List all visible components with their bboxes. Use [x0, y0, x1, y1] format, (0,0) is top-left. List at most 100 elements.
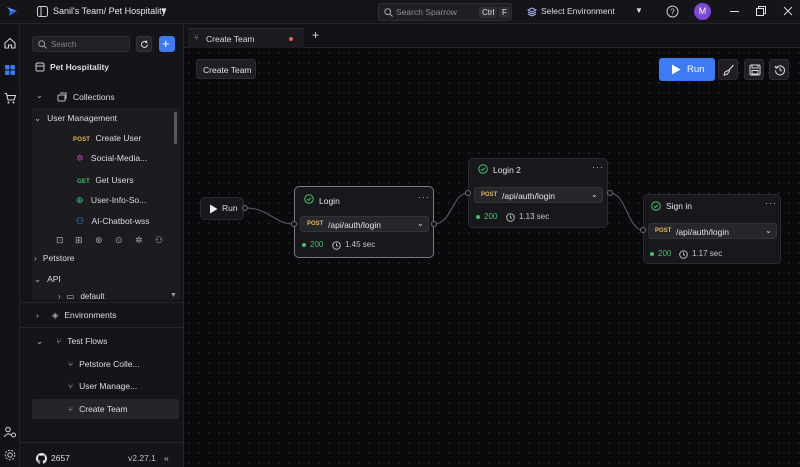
request-item[interactable]: POST Create User: [73, 130, 141, 146]
environments-label: Environments: [64, 310, 117, 320]
environment-label: Select Environment: [541, 6, 615, 16]
settings-gear-icon[interactable]: [3, 448, 17, 462]
graphql-add-icon[interactable]: ⊛: [95, 235, 103, 245]
status-code: 200: [658, 249, 672, 258]
websocket-add-icon[interactable]: ⊙: [115, 235, 123, 245]
minimize-icon[interactable]: [730, 11, 739, 12]
flow-name-label[interactable]: Create Team: [196, 59, 256, 79]
environments-section[interactable]: ›◈Environments: [36, 307, 116, 323]
connection-handle[interactable]: [640, 227, 646, 233]
chevron-down-icon: ▼: [635, 6, 643, 15]
folder-name: default: [80, 292, 105, 300]
collection-petstore[interactable]: ›Petstore: [34, 250, 75, 266]
shortcut-key-f: F: [499, 7, 510, 18]
clock-icon: [506, 213, 515, 222]
node-request-select[interactable]: POST /api/auth/login ⌄: [474, 187, 603, 203]
ai-add-icon[interactable]: ⚇: [155, 235, 164, 245]
layers-icon: ◈: [51, 310, 59, 320]
flow-item[interactable]: ⑂Petstore Colle...: [68, 356, 140, 372]
status-code: 200: [484, 212, 498, 221]
flow-node-login-2[interactable]: Login 2 ··· POST /api/auth/login ⌄ 200 1…: [468, 158, 608, 228]
sidebar: Search + Pet Hospitality ⌄ Collections ⌄…: [20, 24, 184, 467]
flow-node-sign-in[interactable]: Sign in ··· POST /api/auth/login ⌄ 200 1…: [643, 194, 781, 264]
tab-create-team[interactable]: ⑂ Create Team: [188, 28, 304, 48]
collection-name: Petstore: [42, 253, 75, 263]
broom-icon: [723, 64, 734, 76]
flow-name-text: Create Team: [203, 65, 252, 75]
sidebar-search-placeholder: Search: [51, 40, 77, 49]
environment-select[interactable]: Select Environment ▼: [525, 3, 647, 21]
node-request-select[interactable]: POST /api/auth/login ⌄: [648, 223, 777, 239]
clear-button[interactable]: [718, 59, 738, 80]
flow-icon: ⑂: [68, 404, 74, 414]
save-button[interactable]: [744, 59, 764, 80]
flow-item[interactable]: ⑂ Create Team: [68, 401, 128, 417]
search-placeholder: Search Sparrow: [396, 7, 457, 17]
node-title: Login 2: [493, 165, 521, 175]
workspace-breadcrumb[interactable]: Sanil's Team/ Pet Hospitality: [53, 6, 167, 16]
search-icon: [384, 8, 393, 17]
divider: [20, 442, 183, 443]
collections-icon[interactable]: [3, 63, 17, 77]
flow-item-selected[interactable]: [32, 399, 179, 419]
flow-connections: [245, 192, 644, 231]
workspace-name: Pet Hospitality: [50, 62, 110, 72]
unsaved-indicator: [289, 37, 293, 41]
clock-icon: [679, 250, 688, 259]
collection-api[interactable]: ⌄ API: [34, 271, 61, 287]
connection-handle[interactable]: [465, 190, 471, 196]
help-icon[interactable]: ?: [666, 5, 679, 18]
refresh-button[interactable]: [136, 36, 152, 52]
collapse-sidebar-icon[interactable]: «: [164, 453, 169, 463]
user-settings-icon[interactable]: [3, 425, 17, 439]
run-flow-button[interactable]: Run: [659, 58, 715, 81]
flow-node-login[interactable]: Login ··· POST /api/auth/login ⌄ 200 1.4…: [294, 186, 434, 258]
chevron-down-icon: ⌄: [36, 91, 43, 100]
add-button[interactable]: +: [159, 36, 175, 52]
workspace-dropdown-icon[interactable]: ▼: [160, 6, 168, 15]
request-item[interactable]: ✲ Social-Media...: [76, 150, 147, 166]
flow-item[interactable]: ⑂User Manage...: [68, 378, 137, 394]
folder-icon: ▭: [66, 292, 75, 300]
add-request-icon[interactable]: ⊞: [75, 235, 83, 245]
history-button[interactable]: [769, 59, 789, 80]
socketio-add-icon[interactable]: ✲: [135, 235, 143, 245]
user-avatar[interactable]: M: [694, 3, 711, 20]
graphql-icon: ⊕: [76, 195, 84, 205]
flow-canvas[interactable]: Create Team Run Run Login ···: [184, 48, 800, 467]
collection-name: API: [47, 274, 61, 284]
chevron-down-icon: ⌄: [591, 190, 598, 199]
flow-icon: ⑂: [194, 33, 199, 42]
maximize-icon[interactable]: [756, 6, 766, 16]
connection-handle[interactable]: [607, 190, 613, 196]
test-flows-section[interactable]: ⌄⑂Test Flows: [36, 333, 107, 349]
more-options-icon[interactable]: ···: [592, 162, 604, 172]
node-request-select[interactable]: POST /api/auth/login ⌄: [300, 216, 429, 232]
global-search[interactable]: Search Sparrow Ctrl F: [378, 3, 512, 21]
github-icon[interactable]: [36, 453, 47, 464]
collection-tree: [32, 108, 180, 300]
request-item[interactable]: ⚇ AI-Chatbot-wss: [76, 213, 150, 229]
more-options-icon[interactable]: ···: [765, 198, 777, 208]
home-icon[interactable]: [3, 36, 17, 50]
connection-handle[interactable]: [242, 205, 248, 211]
cart-icon[interactable]: [3, 91, 17, 105]
new-tab-plus-icon[interactable]: +: [312, 28, 320, 42]
connection-handle[interactable]: [291, 221, 297, 227]
folder-user-management[interactable]: ⌄User Management: [34, 110, 117, 126]
scroll-down-icon[interactable]: ▼: [170, 292, 177, 299]
flow-name: Create Team: [79, 404, 128, 414]
start-run-node[interactable]: Run: [200, 197, 244, 220]
folder-default[interactable]: ›▭ default: [58, 290, 105, 300]
add-folder-icon[interactable]: ⊡: [56, 235, 64, 245]
sidebar-search-input[interactable]: Search: [32, 36, 130, 52]
more-options-icon[interactable]: ···: [418, 192, 430, 202]
close-icon[interactable]: [783, 6, 793, 16]
chevron-down-icon: ⌄: [34, 274, 42, 284]
tree-scrollbar[interactable]: [174, 112, 177, 144]
connection-handle[interactable]: [431, 221, 437, 227]
request-item[interactable]: GET Get Users: [77, 172, 134, 188]
collections-section[interactable]: ⌄ Collections: [24, 88, 180, 106]
request-item[interactable]: ⊕ User-Info-So...: [76, 192, 146, 208]
edge-login2-signin: [609, 192, 644, 231]
